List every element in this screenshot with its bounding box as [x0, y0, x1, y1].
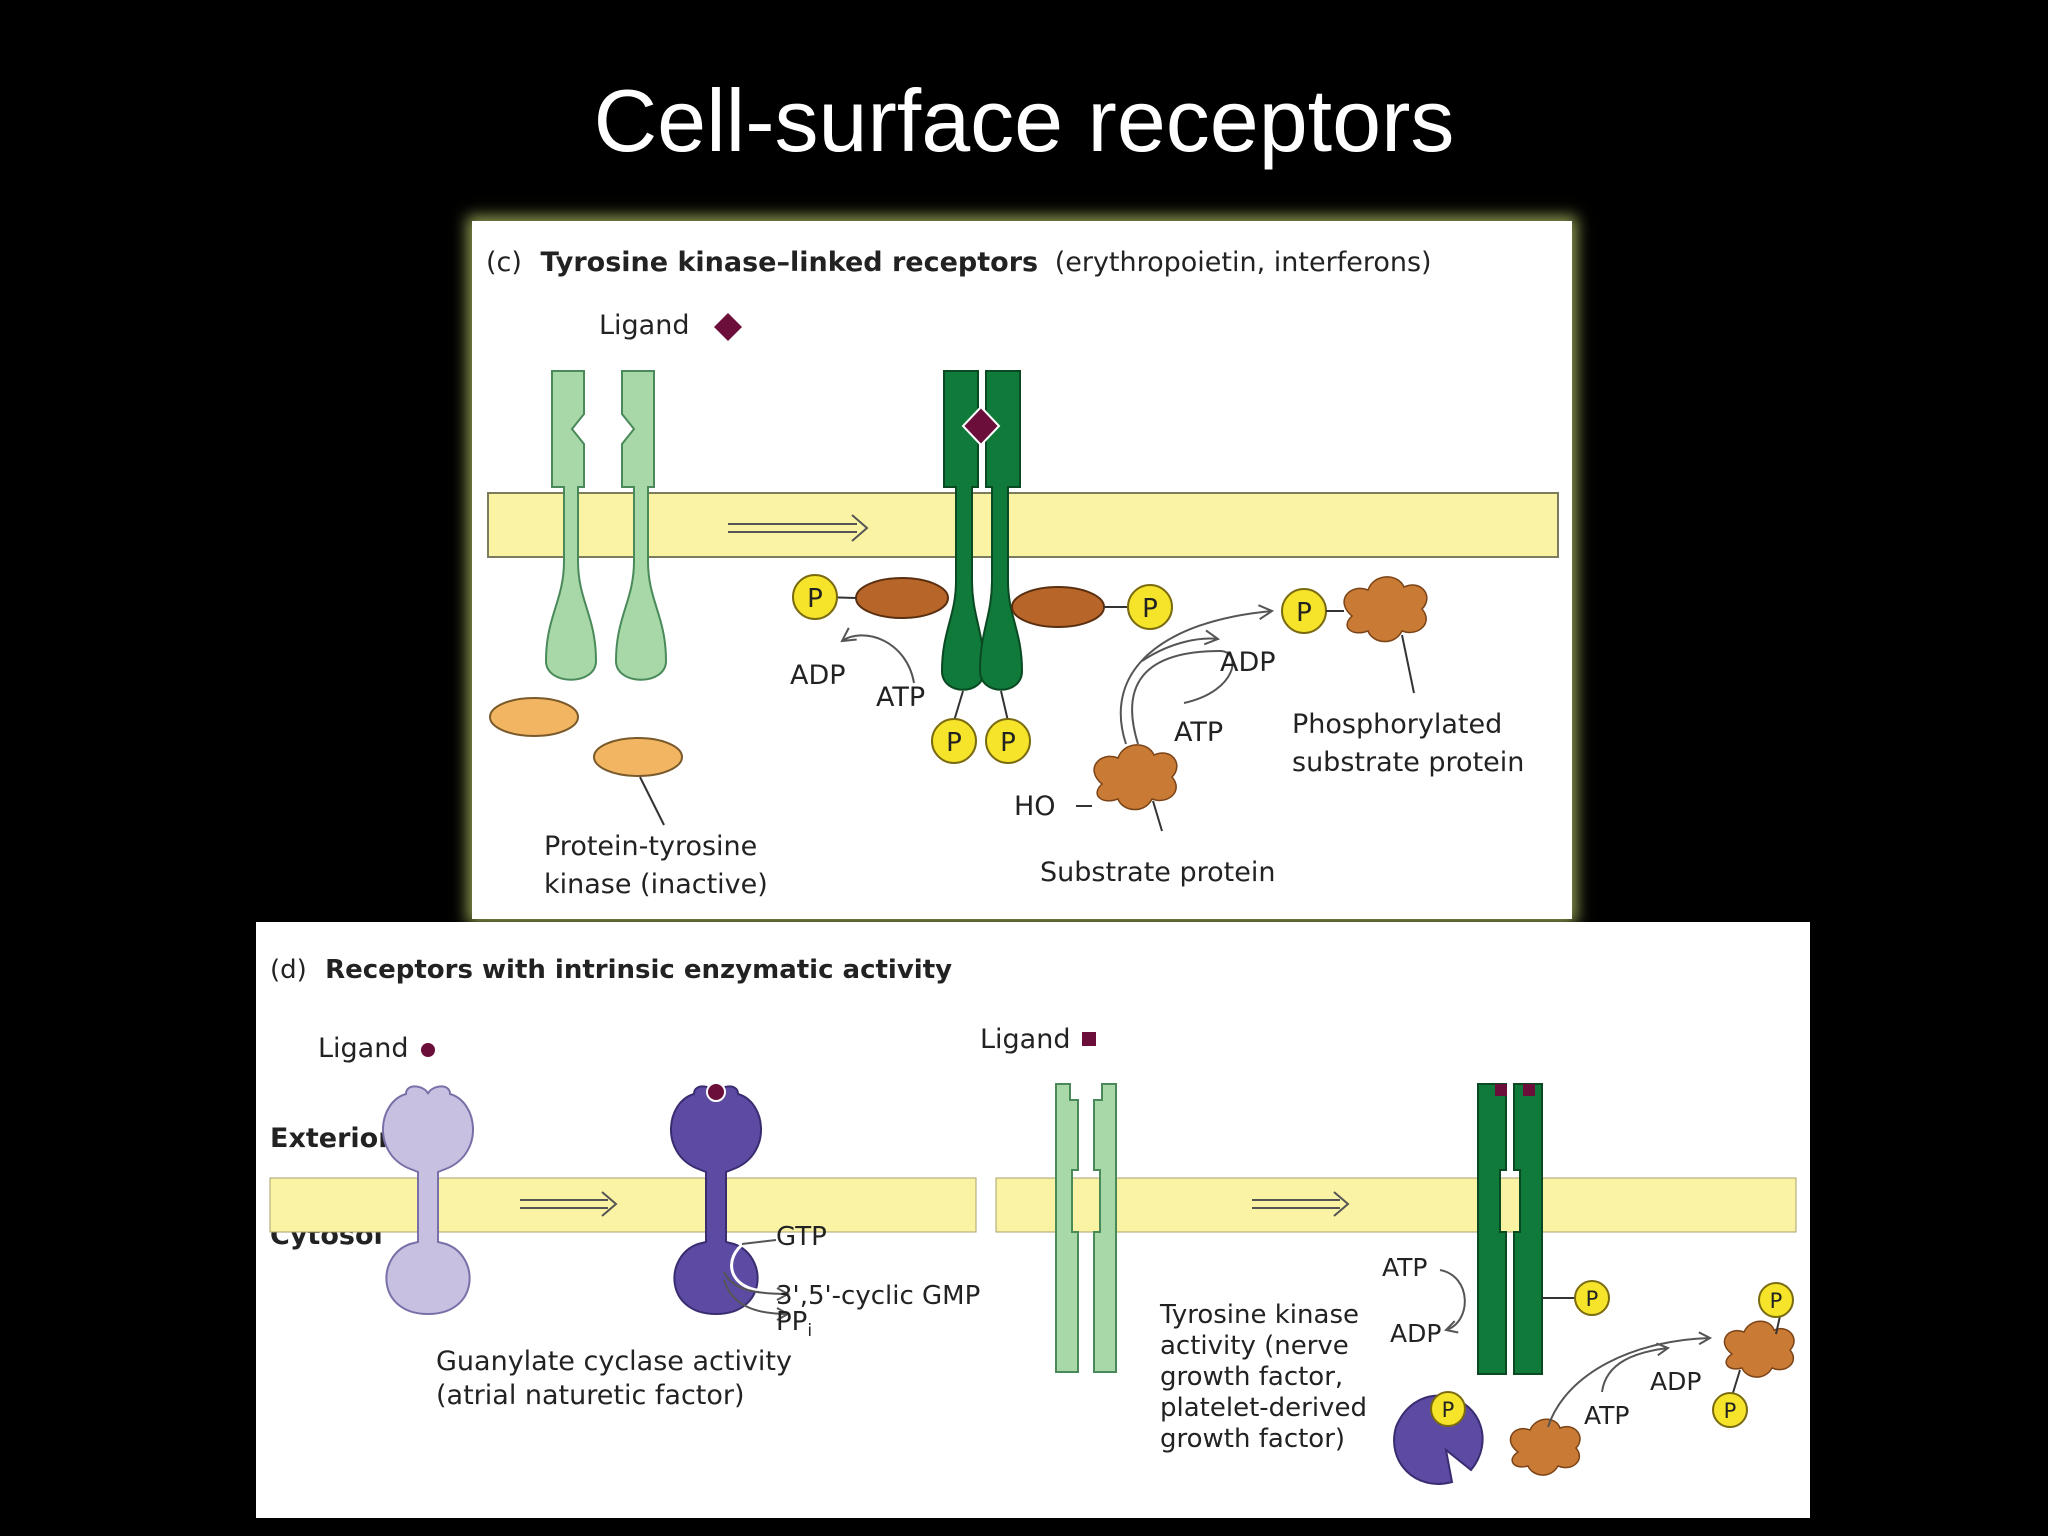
svg-text:P: P [1142, 594, 1158, 624]
kinase-active-left [855, 577, 949, 619]
slide-title: Cell-surface receptors [593, 71, 1455, 170]
phos-substrate-line2: substrate protein [1292, 747, 1524, 778]
guanylate-cyclase-inactive [382, 1085, 474, 1316]
gc-label-line1: Guanylate cyclase activity [436, 1346, 792, 1377]
transition-arrow-c [728, 514, 869, 542]
svg-text:P: P [807, 584, 823, 614]
panel-d-tag: (d) [270, 955, 307, 985]
svg-text:P: P [1296, 598, 1312, 628]
phos-substrate-line1: Phosphorylated [1292, 709, 1502, 740]
ligand-dot-icon [421, 1043, 435, 1057]
membrane-d-right [995, 1177, 1797, 1233]
bound-ligand-square-1 [1495, 1084, 1507, 1096]
ppi-subscript: i [807, 1321, 812, 1341]
panel-d-diagram: (d) Receptors with intrinsic enzymatic a… [269, 955, 1797, 1485]
tk-label-line5: growth factor) [1160, 1424, 1345, 1454]
cgmp-arrow [723, 1271, 788, 1294]
phosphorylation-arrow [1119, 611, 1272, 745]
ppi-arrow [723, 1279, 788, 1314]
atp-label-d1: ATP [1382, 1253, 1428, 1282]
bound-ligand-diamond [961, 405, 1001, 447]
tk-label-line4: platelet-derived [1160, 1393, 1367, 1423]
svg-text:P: P [1724, 1399, 1737, 1423]
exterior-label: Exterior [270, 1123, 392, 1154]
tk-label-line2: activity (nerve [1160, 1331, 1349, 1361]
svg-text:P: P [1000, 728, 1016, 758]
atp-adp-arrow-c1 [842, 635, 915, 684]
adp-label-c1: ADP [790, 660, 846, 691]
adp-label-d1: ADP [1390, 1319, 1441, 1348]
panel-d-intrinsic-enzymatic: (d) Receptors with intrinsic enzymatic a… [256, 922, 1810, 1518]
ligand-square-icon [1082, 1032, 1096, 1046]
panel-c-tyrosine-kinase-linked: (c) Tyrosine kinase–linked receptors (er… [472, 221, 1572, 919]
phosphate-substrate-d-bottom: P [1712, 1392, 1748, 1428]
substrate-phos-arrow-d [1547, 1338, 1710, 1428]
gc-label-line2: (atrial naturetic factor) [436, 1380, 745, 1411]
panel-d-heading: Receptors with intrinsic enzymatic activ… [325, 955, 952, 985]
svg-text:PPi: PPi [776, 1307, 812, 1341]
transition-arrow-d1 [520, 1191, 618, 1217]
atp-label-c2: ATP [1174, 717, 1223, 748]
substrate-blob-d [1509, 1418, 1581, 1476]
ligand-label-c: Ligand [599, 310, 689, 341]
atp-adp-arrow-c2 [1141, 639, 1218, 662]
panel-c-heading: Tyrosine kinase–linked receptors [541, 247, 1039, 278]
svg-text:P: P [1442, 1398, 1455, 1422]
atp-adp-arrow-d2 [1601, 1348, 1668, 1393]
bound-ligand-dot [706, 1082, 726, 1102]
svg-text:P: P [1586, 1287, 1599, 1311]
membrane-c [487, 492, 1559, 558]
phosphate-kinase-left: P [792, 574, 838, 620]
svg-text:P: P [946, 728, 962, 758]
active-receptor-dimer [940, 370, 1024, 691]
phosphate-kinase-right: P [1127, 584, 1173, 630]
panel-c-diagram: (c) Tyrosine kinase–linked receptors (er… [486, 247, 1559, 900]
membrane-d-left [269, 1177, 977, 1233]
gtp-label: GTP [776, 1222, 827, 1252]
ligand-diamond-icon [714, 313, 742, 341]
phosphorylated-substrate-d [1723, 1320, 1795, 1378]
kinase-inactive-1 [489, 697, 579, 737]
inactive-receptor-pair [544, 370, 668, 681]
substrate-protein-blob [1093, 744, 1178, 811]
panel-c-examples: (erythropoietin, interferons) [1055, 247, 1432, 278]
kinase-label-line2: kinase (inactive) [544, 869, 768, 900]
cgmp-label: 3',5'-cyclic GMP [776, 1281, 980, 1311]
kinase-inactive-2 [593, 737, 683, 777]
transition-arrow-d2 [1252, 1191, 1350, 1217]
inactive-rtk-pair [1055, 1083, 1117, 1373]
svg-text:(d) Receptors with intrins: (d) Receptors with intrinsic enzymatic a… [270, 955, 952, 985]
ligand-label-d1: Ligand [318, 1033, 408, 1064]
phosphate-rtk-right: P [1574, 1280, 1610, 1316]
panel-c-tag: (c) [486, 247, 522, 278]
adp-label-d2: ADP [1650, 1367, 1701, 1396]
kinase-active-right [1011, 586, 1105, 628]
phosphorylated-substrate-blob [1343, 576, 1428, 643]
kinase-label-line1: Protein-tyrosine [544, 831, 757, 862]
phosphate-substrate: P [1281, 588, 1327, 634]
substrate-label: Substrate protein [1040, 857, 1275, 888]
atp-label-c1: ATP [876, 682, 925, 713]
tk-label-line1: Tyrosine kinase [1159, 1300, 1359, 1330]
adp-label-c2: ADP [1220, 647, 1276, 678]
svg-text:(c) Tyrosine kinase–linked: (c) Tyrosine kinase–linked receptors (er… [486, 247, 1432, 278]
phosphate-substrate-d-top: P [1758, 1282, 1794, 1318]
atp-adp-arrow-d1 [1439, 1269, 1466, 1330]
ho-label: HO [1014, 791, 1056, 822]
phosphate-receptor-left: P [931, 718, 977, 764]
active-rtk-dimer [1477, 1083, 1543, 1375]
atp-label-d2: ATP [1584, 1401, 1630, 1430]
bound-ligand-square-2 [1523, 1084, 1535, 1096]
svg-text:P: P [1770, 1289, 1783, 1313]
phosphate-docking: P [1430, 1391, 1466, 1427]
tk-label-line3: growth factor, [1160, 1362, 1343, 1392]
phosphate-receptor-right: P [985, 718, 1031, 764]
ppi-label: PP [776, 1307, 807, 1337]
ligand-label-d2: Ligand [980, 1024, 1070, 1055]
